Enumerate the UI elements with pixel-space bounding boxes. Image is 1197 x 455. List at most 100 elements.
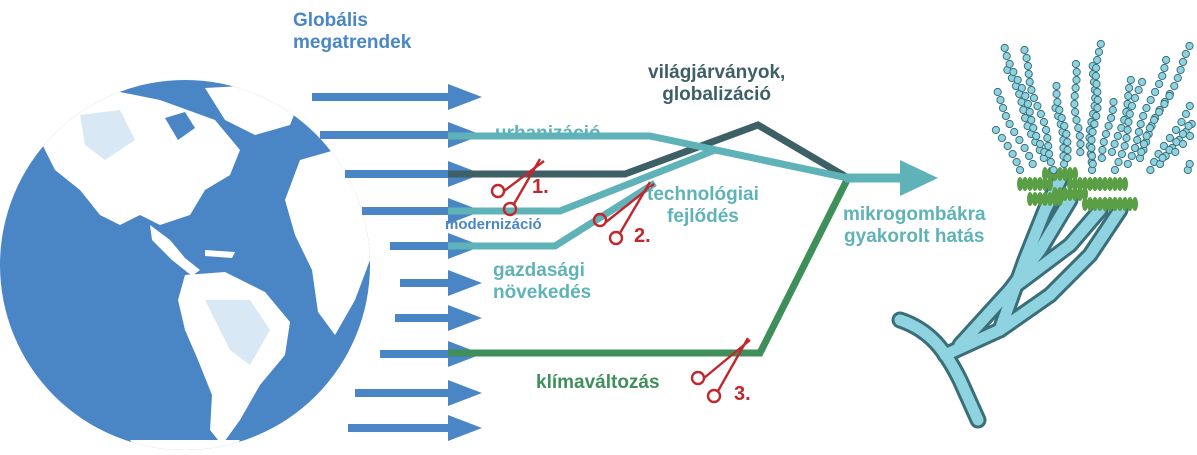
megatrend-arrow (395, 305, 482, 331)
spore (1176, 65, 1185, 75)
phialide (1102, 197, 1108, 211)
spore (1052, 81, 1061, 91)
spore (991, 125, 1001, 135)
spore (1020, 45, 1029, 55)
growth-label: gazdasági növekedés (493, 260, 591, 305)
spore (1074, 123, 1083, 133)
spore (1178, 57, 1188, 67)
spore (1120, 141, 1129, 151)
spore (1165, 133, 1175, 143)
phialide (1072, 167, 1078, 181)
spore (1096, 39, 1105, 49)
phialide (1132, 197, 1138, 211)
title-line-2: megatrendek (293, 32, 412, 54)
spore (1133, 135, 1142, 145)
spore (1098, 145, 1107, 155)
spore (1094, 47, 1104, 57)
spore (1127, 151, 1136, 161)
spore (1029, 123, 1038, 133)
spore (1092, 63, 1101, 73)
spore (1071, 59, 1081, 69)
cut-marker-2: 2. (634, 225, 651, 247)
spore (1087, 143, 1096, 153)
spore (1092, 79, 1101, 89)
phialide (1042, 167, 1048, 181)
technology-label-line-2: fejlődés (667, 206, 739, 228)
spore (1070, 91, 1079, 101)
phialide (1087, 177, 1093, 191)
spore (1109, 97, 1118, 107)
spore (1033, 101, 1042, 111)
phialide (1102, 177, 1108, 191)
spore (1049, 165, 1058, 175)
spore (1055, 105, 1064, 115)
spore (1155, 79, 1164, 89)
phialide (1067, 187, 1073, 201)
spore (1005, 59, 1014, 69)
megatrend-arrow (348, 415, 482, 441)
spore (1044, 141, 1053, 151)
phialide (1117, 197, 1123, 211)
phialide (1097, 197, 1103, 211)
spore (1170, 81, 1179, 91)
spore (1091, 71, 1101, 81)
phialide (1057, 192, 1063, 206)
technology-label: technológiai fejlődés (647, 184, 759, 229)
fungus-conidiophore-icon (891, 39, 1196, 429)
spore (1108, 105, 1117, 115)
spore (1173, 73, 1182, 83)
phialide (1117, 177, 1123, 191)
spore (1087, 151, 1097, 161)
phialide (1077, 187, 1083, 201)
spore (1036, 109, 1046, 119)
spore (1181, 49, 1190, 59)
spore (998, 103, 1008, 113)
spore (1151, 87, 1160, 97)
spore (1185, 159, 1194, 169)
spore (1002, 51, 1011, 61)
spore (1043, 133, 1052, 143)
spore (1052, 89, 1061, 99)
cut-marker-1: 1. (532, 176, 549, 198)
spore (1070, 99, 1079, 109)
spore (1097, 153, 1107, 163)
phialide (1112, 197, 1118, 211)
phialide (1032, 192, 1038, 206)
phialide (1062, 187, 1068, 201)
spore (1005, 119, 1014, 129)
spore (1117, 149, 1127, 159)
phialide (1017, 177, 1023, 191)
spore (1158, 71, 1167, 81)
title-line-1: Globális (293, 10, 368, 31)
phialide (1092, 197, 1098, 211)
result-label: mikrogombákra gyakorolt hatás (843, 204, 986, 249)
spore (1046, 157, 1055, 167)
megatrend-arrow (312, 84, 482, 110)
phialide (1067, 167, 1073, 181)
spore (1123, 125, 1132, 135)
phialide (1112, 177, 1118, 191)
spore (1137, 147, 1146, 157)
phialide (1097, 177, 1103, 191)
phialide (1047, 192, 1053, 206)
spore (1127, 101, 1137, 111)
spore (1013, 75, 1022, 85)
phialide (1032, 177, 1038, 191)
spore (1181, 109, 1191, 119)
megatrend-arrow (355, 380, 482, 406)
spore (1093, 95, 1102, 105)
spore (1071, 83, 1080, 93)
spore (1053, 97, 1062, 107)
spore (1130, 143, 1140, 153)
spore (1025, 77, 1034, 87)
spore (1063, 145, 1072, 155)
diagram-title: Globális megatrendek (293, 10, 411, 55)
spore (1039, 117, 1049, 127)
spore (1134, 127, 1144, 137)
spore (1101, 129, 1111, 139)
spore (1150, 115, 1159, 125)
spore (1090, 119, 1099, 129)
spore (1099, 137, 1108, 147)
spore (1009, 67, 1018, 77)
